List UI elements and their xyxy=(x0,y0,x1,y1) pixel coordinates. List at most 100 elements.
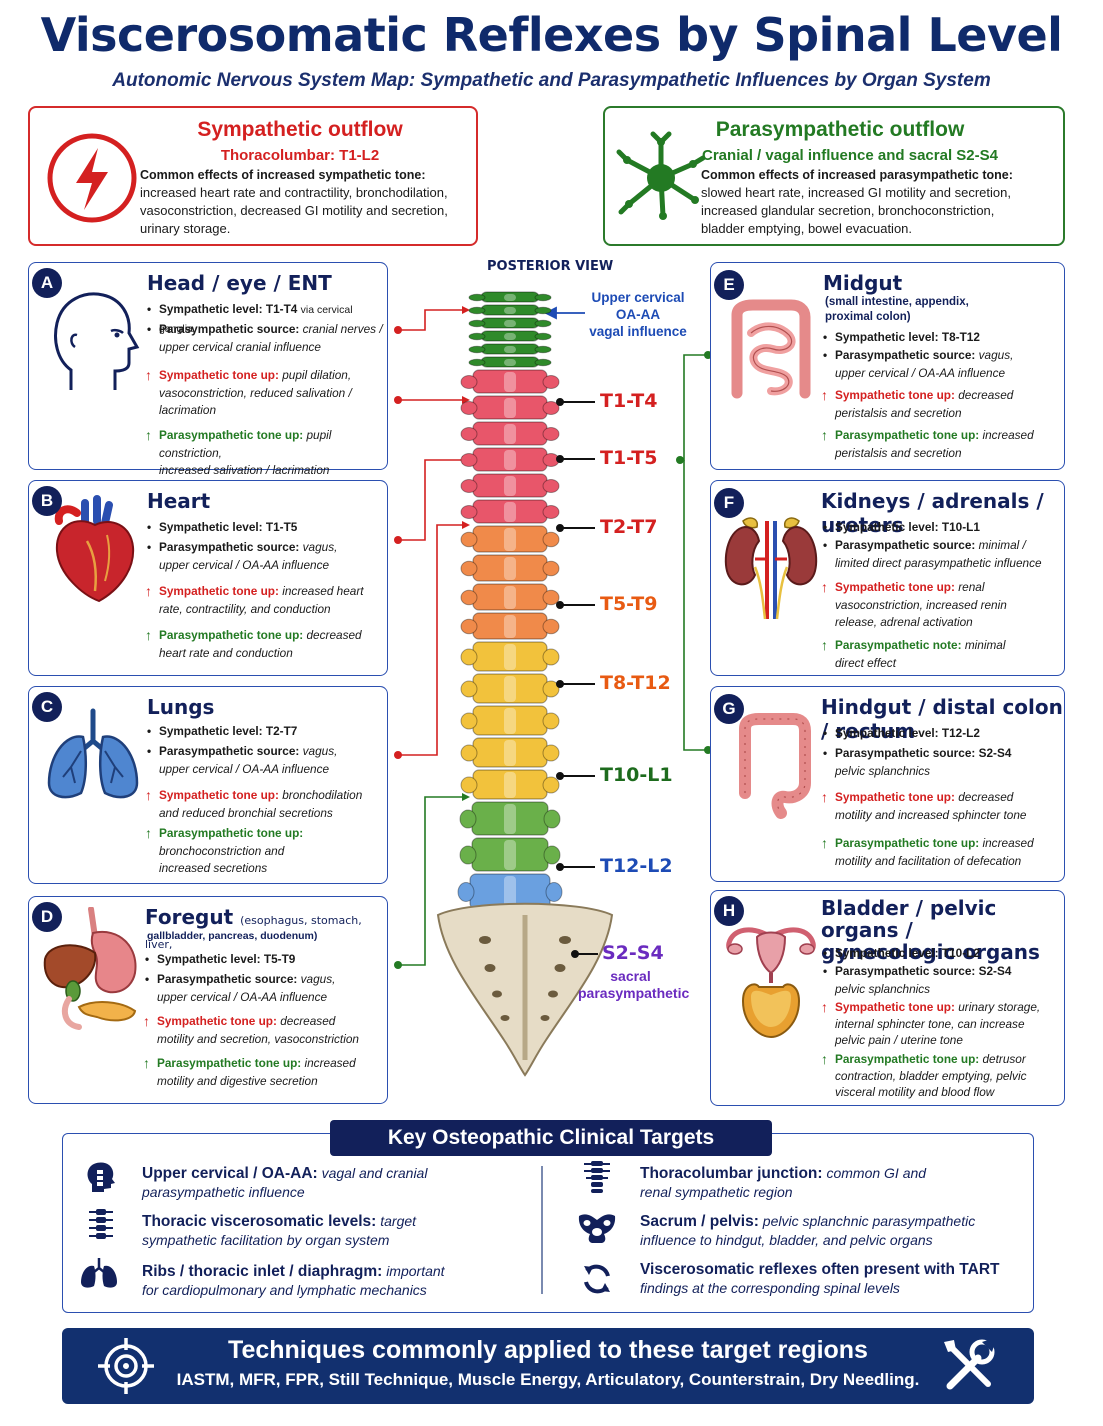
level-label-t1-t5: T1-T5 xyxy=(600,447,658,469)
vertebra xyxy=(468,317,552,329)
card-foregut: Foregut (esophagus, stomach, liver, gall… xyxy=(28,896,388,1104)
card-letter-f: F xyxy=(714,488,744,518)
foregut-icon xyxy=(43,907,137,1030)
vertebra xyxy=(460,395,560,420)
card-midgut: Midgut (small intestine, appendix,proxim… xyxy=(710,262,1065,470)
cycle-icon xyxy=(584,1264,610,1294)
sympathetic-tone-up: ↑Sympathetic tone up: pupil dilation,vas… xyxy=(145,367,352,417)
sympathetic-level: Sympathetic level: T8-T12 xyxy=(821,329,1065,347)
card-title: Heart xyxy=(147,489,211,513)
parasympathetic-intro: Common effects of increased parasympathe… xyxy=(701,168,1013,182)
vertebra xyxy=(460,673,560,704)
vertebra xyxy=(457,873,563,910)
vertebra xyxy=(468,343,552,355)
vertebra xyxy=(460,583,560,611)
parasympathetic-heading: Parasympathetic outflow xyxy=(715,118,965,141)
vertebra xyxy=(460,641,560,672)
lungs-icon xyxy=(81,1258,117,1288)
parasympathetic-source: Parasympathetic source: vagus,upper cerv… xyxy=(145,743,389,778)
techniques-heading: Techniques commonly applied to these tar… xyxy=(228,1336,868,1364)
hindgut-icon xyxy=(739,713,811,819)
head-icon xyxy=(54,292,140,390)
vertebra xyxy=(460,737,560,768)
techniques-list: IASTM, MFR, FPR, Still Technique, Muscle… xyxy=(176,1370,920,1389)
parasympathetic-levels: Cranial / vagal influence and sacral S2-… xyxy=(702,147,998,164)
card-title-note: gallbladder, pancreas, duodenum) xyxy=(147,930,318,942)
sympathetic-heading: Sympathetic outflow xyxy=(197,118,403,141)
target-crosshair-icon xyxy=(98,1338,154,1394)
target-sacrum-pelvis: Sacrum / pelvis: pelvic splanchnic paras… xyxy=(640,1213,976,1248)
parasympathetic-source: Parasympathetic source: minimal /limited… xyxy=(821,537,1065,572)
head-spine-icon xyxy=(87,1162,115,1192)
lungs-icon xyxy=(47,708,139,799)
vertebra xyxy=(460,612,560,640)
pelvic-organs-icon xyxy=(726,927,816,1039)
techniques-banner: Techniques commonly applied to these tar… xyxy=(62,1328,1034,1404)
clinical-targets-heading: Key Osteopathic Clinical Targets xyxy=(330,1120,772,1156)
parasympathetic-source: Parasympathetic source: cranial nerves /… xyxy=(145,321,389,356)
level-label-s2-s4: S2-S4 xyxy=(602,942,664,964)
parasympathetic-outflow-box: Parasympathetic outflow Cranial / vagal … xyxy=(603,106,1065,246)
card-bladder-pelvic-organs: Bladder / pelvic organs /gynecologic org… xyxy=(710,890,1065,1106)
parasympathetic-tone-up: ↑Parasympathetic tone up: pupil constric… xyxy=(145,427,332,477)
card-letter-h: H xyxy=(714,896,744,926)
vertebra xyxy=(468,330,552,342)
level-ticks xyxy=(556,398,598,958)
heart-icon xyxy=(54,495,135,603)
vertebra xyxy=(460,369,560,394)
level-label-t1-t4: T1-T4 xyxy=(600,390,658,412)
vertebrae xyxy=(457,291,563,948)
level-label-t8-t12: T8-T12 xyxy=(600,672,671,694)
sympathetic-tone-up: ↑Sympathetic tone up: urinary storage,in… xyxy=(821,999,1041,1047)
card-heart: Heart Sympathetic level: T1-T5 Parasympa… xyxy=(28,480,388,676)
card-letter-g: G xyxy=(714,694,744,724)
upper-cervical-label: Upper cervical OA-AA vagal influence xyxy=(589,290,687,339)
vertebra xyxy=(460,499,560,524)
vertebra xyxy=(460,554,560,582)
card-kidneys-adrenals-ureters: Kidneys / adrenals / ureters Sympathetic… xyxy=(710,480,1065,676)
thoracic-spine-icon xyxy=(89,1209,113,1239)
sacrum xyxy=(436,902,614,1077)
parasympathetic-source: Parasympathetic source: vagus,upper cerv… xyxy=(821,347,1065,382)
neuron-icon xyxy=(616,131,706,220)
parasympathetic-source: Parasympathetic source: vagus,upper cerv… xyxy=(143,971,387,1006)
vertebra xyxy=(460,447,560,472)
sympathetic-level: Sympathetic level: T12-L2 xyxy=(821,725,1065,743)
sympathetic-connectors xyxy=(398,309,462,756)
vertebra xyxy=(468,356,552,368)
level-label-t10-l1: T10-L1 xyxy=(600,764,673,786)
card-letter-d: D xyxy=(32,902,62,932)
lightning-icon xyxy=(47,133,137,223)
level-label-t2-t7: T2-T7 xyxy=(600,516,658,538)
card-title-note: (small intestine, appendix,proximal colo… xyxy=(825,296,969,323)
vertebra xyxy=(460,473,560,498)
vertebra xyxy=(460,769,560,800)
vertebra xyxy=(468,291,552,303)
sympathetic-level: Sympathetic level: T1-T5 xyxy=(145,519,389,537)
card-title: Head / eye / ENT xyxy=(147,271,332,295)
card-letter-b: B xyxy=(32,486,62,516)
tools-icon xyxy=(944,1339,995,1390)
target-viscerosomatic-tart: Viscerosomatic reflexes often present wi… xyxy=(640,1261,1000,1296)
parasympathetic-effects: slowed heart rate, increased GI motility… xyxy=(701,185,1011,236)
sympathetic-level: Sympathetic level: T10-L2 xyxy=(821,945,1065,963)
vertebra xyxy=(460,705,560,736)
vertebra xyxy=(468,304,552,316)
vertebra xyxy=(459,837,561,872)
upper-cervical-arrow xyxy=(543,306,585,320)
target-upper-cervical: Upper cervical / OA-AA: vagal and crania… xyxy=(142,1165,428,1200)
vertebra xyxy=(460,421,560,446)
pelvis-icon xyxy=(578,1214,616,1243)
